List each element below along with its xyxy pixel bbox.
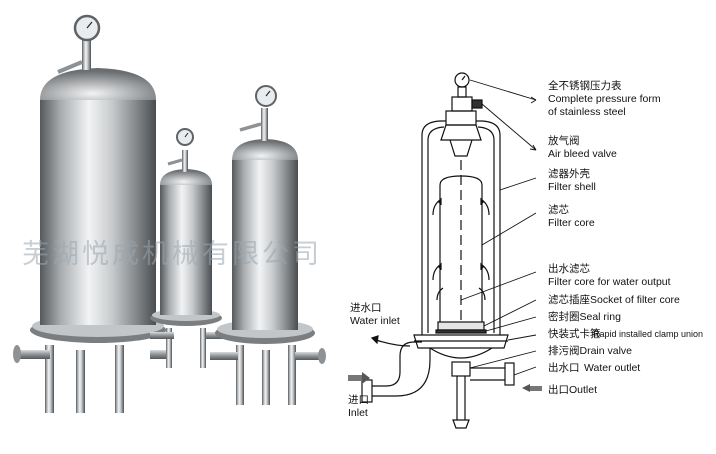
label-gauge-en: Complete pressure form: [548, 93, 661, 105]
label-drain: 排污阀Drain valve: [548, 344, 632, 357]
label-outcore-cn: 出水滤芯: [548, 262, 590, 275]
label-water-out-en: Water outlet: [584, 362, 640, 374]
large-filter-housing: [13, 14, 170, 413]
label-inlet-en: Inlet: [348, 407, 368, 419]
filter-schematic: [361, 72, 515, 429]
callout-labels: 全不锈钢压力表 Complete pressure form of stainl…: [348, 79, 703, 419]
small-filter-housing: [150, 128, 224, 368]
label-water-in-cn: 进水口: [350, 302, 382, 314]
label-bleed-cn: 放气阀: [548, 134, 580, 147]
label-gauge-cn: 全不锈钢压力表: [548, 79, 622, 92]
label-bleed-en: Air bleed valve: [548, 148, 617, 160]
label-clamp-en: Rapid installed clamp union: [593, 329, 703, 339]
label-outcore-en: Filter core for water output: [548, 276, 671, 288]
label-shell-en: Filter shell: [548, 181, 596, 193]
label-water-out-cn: 出水口: [548, 361, 580, 374]
medium-filter-housing: [210, 85, 326, 405]
label-water-in-en: Water inlet: [350, 315, 400, 327]
label-clamp-cn: 快装式卡箍: [548, 327, 601, 340]
label-shell-cn: 滤器外壳: [548, 167, 590, 180]
arrow-left-icon: [522, 384, 542, 392]
label-outlet: 出口Outlet: [548, 383, 597, 396]
label-gauge-en2: of stainless steel: [548, 106, 626, 118]
label-core-cn: 滤芯: [548, 203, 569, 216]
arrow-right-icon: [348, 372, 370, 384]
label-socket: 滤芯插座Socket of filter core: [548, 293, 680, 306]
photo-filter-housings: 芜湖悦成机械有限公司: [13, 14, 326, 413]
label-seal: 密封圈Seal ring: [548, 310, 621, 323]
leader-lines: [460, 79, 537, 376]
company-watermark: 芜湖悦成机械有限公司: [22, 239, 322, 270]
label-core-en: Filter core: [548, 217, 595, 229]
label-inlet-cn: 进口: [348, 394, 369, 406]
